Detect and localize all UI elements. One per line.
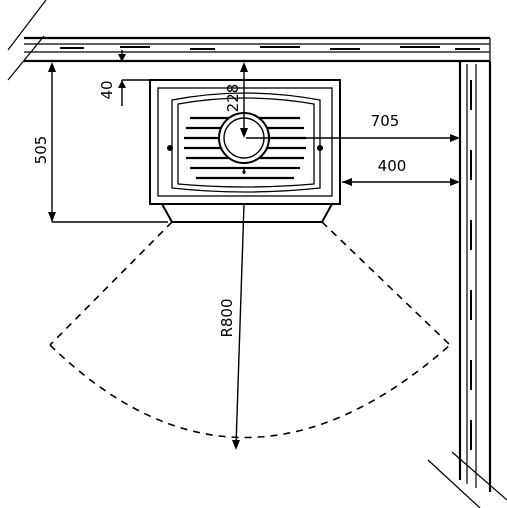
- heater-base: [160, 203, 334, 223]
- dimension-400: 400: [342, 157, 460, 186]
- dimension-400-label: 400: [378, 157, 407, 175]
- dimension-40-label: 40: [98, 80, 116, 99]
- dimension-505-label: 505: [32, 136, 50, 165]
- right-knob-icon: [317, 145, 323, 151]
- dimension-r800: R800: [218, 203, 245, 450]
- dimension-705: 705: [246, 112, 460, 142]
- dimension-r800-label: R800: [218, 298, 236, 337]
- sauna-heater: [149, 79, 341, 223]
- left-knob-icon: [167, 145, 173, 151]
- dimension-228-label: 228: [224, 84, 242, 113]
- right-wall: [427, 61, 507, 508]
- safety-zone: [49, 221, 451, 439]
- stone-basket: [171, 92, 321, 193]
- safety-arc: [49, 344, 451, 439]
- top-wall: [7, 0, 491, 81]
- dimension-705-label: 705: [371, 112, 400, 130]
- dimension-228: 228: [224, 62, 248, 138]
- dimension-505: 505: [32, 62, 168, 223]
- dimension-40: 40: [98, 50, 150, 106]
